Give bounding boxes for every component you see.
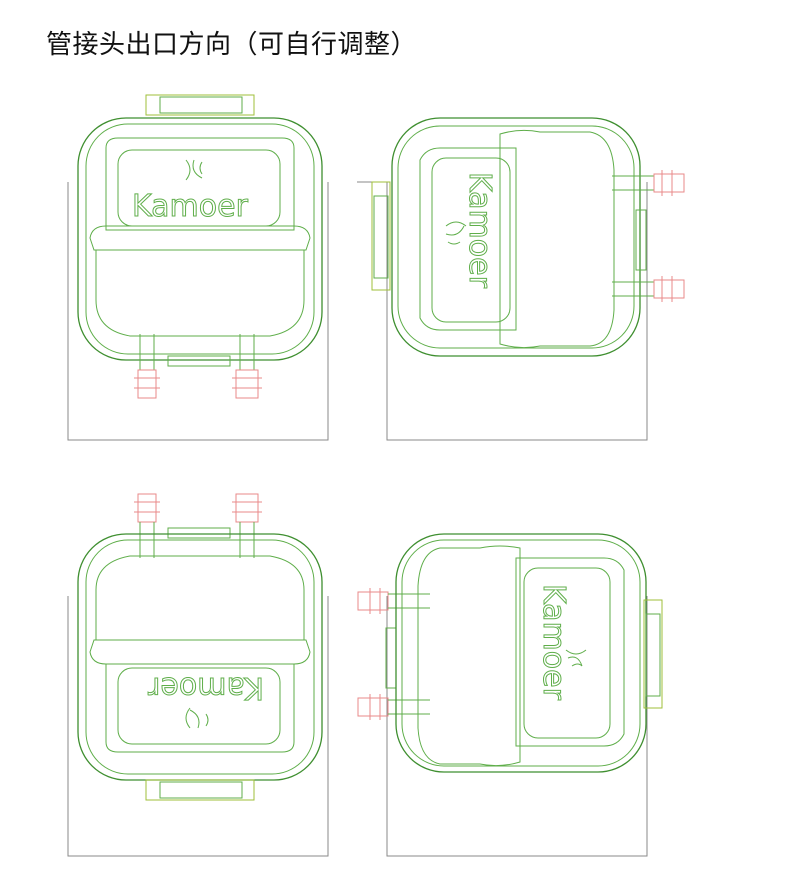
leaf-icon: [185, 707, 209, 729]
pump-view-outlets-down: Kamoer: [67, 94, 329, 441]
front-cover: [105, 663, 295, 753]
pump-view-outlets-right: Kamoer: [357, 117, 685, 441]
pump-body: [77, 117, 323, 361]
hose-connectors: [653, 170, 685, 302]
hose-connectors: [357, 588, 389, 720]
leaf-icon: [445, 221, 467, 245]
side-tab: [635, 209, 647, 271]
top-tab: [167, 527, 231, 539]
pump-body: [395, 533, 647, 773]
pump-body: [77, 533, 323, 781]
leaf-icon: [185, 159, 203, 181]
mounting-bracket: [386, 596, 648, 857]
mounting-bracket: [67, 182, 329, 441]
pump-body: [391, 117, 641, 357]
front-cover: [105, 137, 295, 231]
front-cover: [499, 129, 615, 349]
kamoer-logo: Kamoer: [132, 189, 249, 224]
hose-connectors: [134, 369, 262, 399]
side-clip: [371, 181, 391, 291]
pump-view-outlets-up: Kamoer: [67, 493, 329, 857]
leaf-icon: [565, 649, 587, 667]
kamoer-logo: Kamoer: [536, 584, 571, 701]
kamoer-logo: Kamoer: [462, 172, 497, 289]
front-cover: [515, 557, 625, 747]
mounting-bracket: [357, 181, 648, 441]
bottom-clip: [145, 779, 255, 801]
page-title: 管接头出口方向（可自行调整）: [46, 30, 418, 60]
hose-connectors: [134, 493, 262, 523]
kamoer-logo: Kamoer: [147, 670, 264, 705]
top-clip: [145, 94, 255, 116]
mounting-bracket: [67, 596, 329, 857]
side-clip: [643, 599, 663, 709]
pump-view-outlets-left: Kamoer: [357, 533, 663, 857]
bottom-tab: [167, 355, 231, 367]
